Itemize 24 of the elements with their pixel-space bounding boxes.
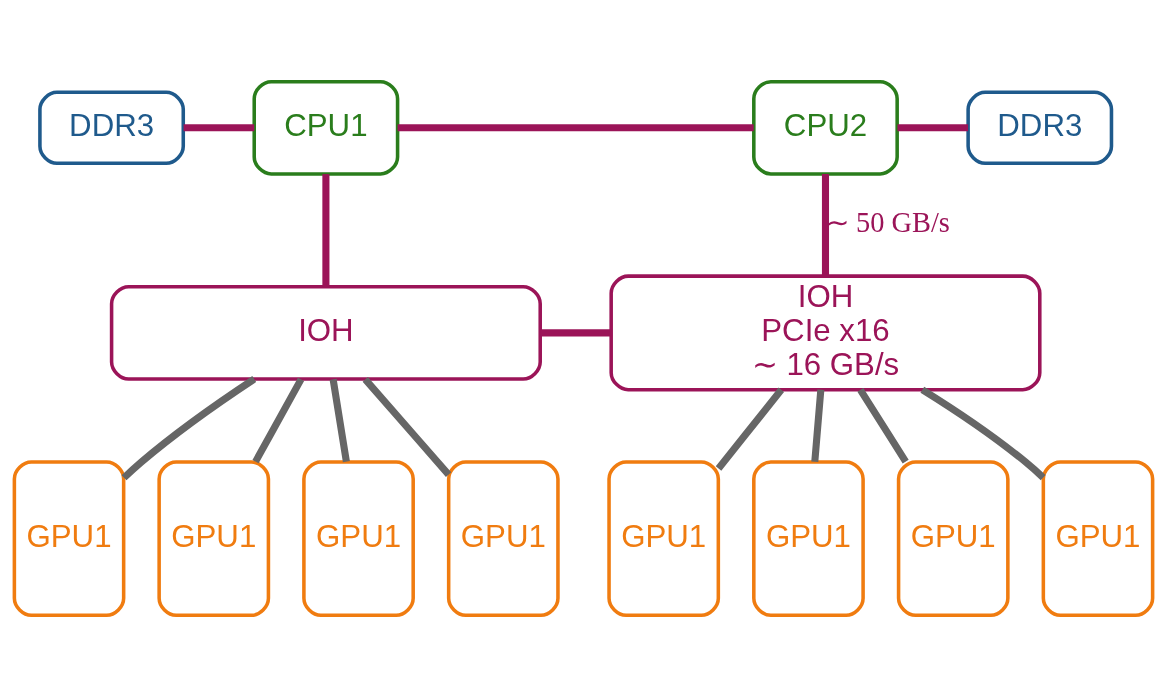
connector (362, 377, 452, 477)
node-box: GPU1 (896, 460, 1010, 618)
node-box: DDR3 (966, 90, 1114, 166)
connector (857, 387, 909, 464)
connector (121, 376, 257, 481)
node-box: CPU1 (252, 79, 400, 176)
node-box: DDR3 (38, 90, 186, 166)
node-box: GPU1 (607, 460, 721, 618)
node-box: CPU2 (752, 79, 899, 176)
edge-label: ∼ 50 GB/s (825, 207, 950, 239)
connector (715, 387, 785, 471)
node-box: IOH PCIe x16 ∼ 16 GB/s (609, 274, 1042, 392)
connector (252, 377, 305, 464)
node-box: GPU1 (752, 460, 865, 618)
node-box: GPU1 (302, 460, 415, 618)
node-box: GPU1 (1041, 460, 1155, 618)
node-box: GPU1 (446, 460, 560, 618)
node-box: GPU1 (12, 460, 126, 618)
connector (540, 329, 611, 337)
connector (183, 124, 255, 132)
connector (920, 386, 1046, 481)
node-box: IOH (109, 285, 542, 381)
node-box: GPU1 (157, 460, 271, 618)
connector (329, 378, 350, 463)
